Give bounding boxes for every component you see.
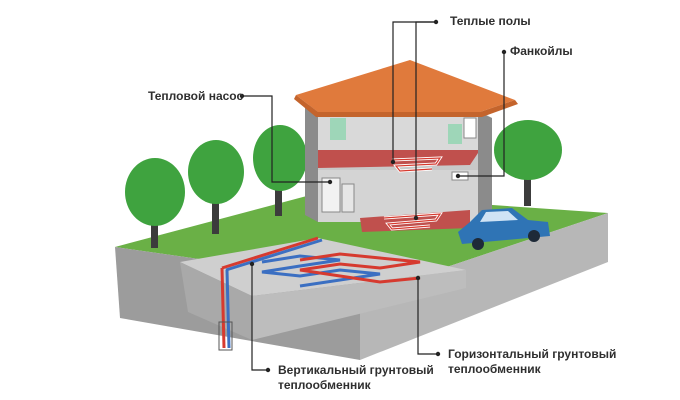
tree-middle — [188, 140, 244, 234]
trench-floor — [252, 270, 466, 340]
house-left-wall — [305, 105, 318, 222]
label-horizontal-exchanger: Горизонтальный грунтовый теплообменник — [448, 347, 616, 377]
label-vertical-exchanger-line2: теплообменник — [278, 378, 371, 392]
leader-fan-coils — [458, 52, 505, 177]
label-vertical-exchanger-line1: Вертикальный грунтовый — [278, 363, 434, 377]
house-right-wall — [478, 112, 492, 222]
roof-edge — [294, 95, 518, 117]
horizontal-ground-loop — [261, 252, 421, 288]
label-horizontal-exchanger-line1: Горизонтальный грунтовый — [448, 347, 617, 361]
trench-front-wall — [180, 262, 252, 340]
tree-left — [125, 158, 185, 248]
leader-horizontal-exchanger — [417, 278, 438, 355]
label-horizontal-exchanger-line2: теплообменник — [448, 362, 541, 376]
callout-dots — [239, 19, 507, 373]
ground-right-face — [360, 213, 608, 360]
label-fan-coils: Фанкойлы — [510, 44, 573, 59]
label-vertical-exchanger: Вертикальный грунтовый теплообменник — [278, 363, 434, 393]
vertical-ground-loop — [218, 236, 323, 351]
tree-right — [494, 120, 562, 206]
label-fan-coils-text: Фанкойлы — [510, 44, 573, 58]
callout-lines — [242, 21, 505, 371]
window-upper-right — [448, 124, 462, 144]
roof — [296, 60, 515, 112]
house — [294, 60, 518, 232]
leader-heat-pump — [242, 95, 330, 183]
heat-pump-tank — [341, 183, 355, 213]
floor-heating-coil-lower-red — [383, 213, 442, 230]
heat-pump-unit — [321, 177, 341, 213]
label-floor-heating-text: Теплые полы — [450, 14, 531, 28]
label-heat-pump: Тепловой насос — [148, 89, 243, 104]
leader-vertical-exchanger — [251, 264, 268, 371]
leader-floor-heating-2 — [415, 21, 436, 218]
label-floor-heating: Теплые полы — [450, 14, 531, 29]
fan-coil-upper — [463, 117, 477, 139]
window-upper-left — [330, 118, 346, 140]
label-heat-pump-text: Тепловой насос — [148, 89, 244, 103]
car — [458, 208, 550, 250]
tree-behind-house — [253, 125, 307, 216]
